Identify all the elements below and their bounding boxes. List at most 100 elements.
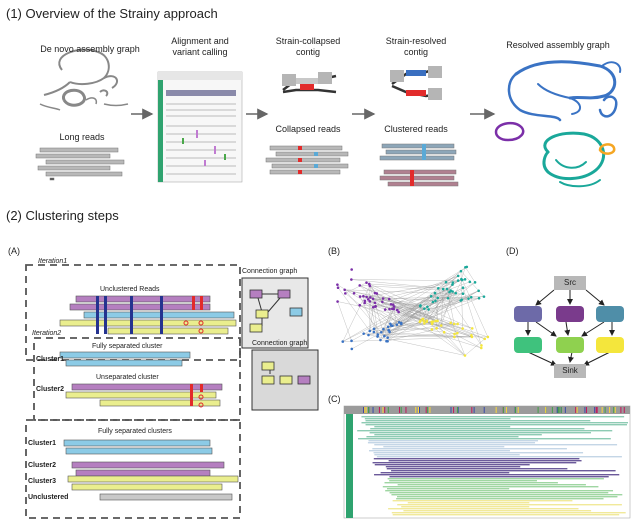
alignment-read — [369, 432, 592, 434]
network-node — [425, 320, 428, 324]
unclustered-reads-label: Unclustered Reads — [100, 286, 160, 293]
network-node — [426, 305, 429, 309]
connection-graph-1-label: Connection graph — [242, 268, 298, 275]
network-node — [461, 327, 464, 330]
panel-a-label: (A) — [8, 246, 20, 256]
src-node-label: Src — [564, 278, 576, 287]
alignment-read — [357, 430, 613, 432]
alignment-view — [343, 405, 631, 519]
network-node — [423, 307, 426, 310]
network-edge — [345, 282, 367, 294]
network-node — [459, 269, 463, 273]
alignment-read — [368, 440, 539, 442]
connection-graph-2 — [251, 349, 319, 411]
network-edge — [435, 292, 464, 294]
network-node — [441, 287, 445, 291]
alignment-read — [389, 476, 609, 478]
network-edge — [344, 289, 436, 294]
iteration1-reads — [59, 295, 237, 335]
network-node — [381, 300, 384, 304]
network-edge — [388, 275, 459, 327]
network-edge — [465, 267, 476, 283]
network-node — [382, 327, 385, 331]
network-node — [470, 327, 474, 330]
variant-mark — [483, 407, 485, 413]
network-edge — [393, 275, 459, 305]
network-edge — [351, 279, 459, 281]
network-edge — [342, 285, 370, 342]
network-node — [430, 328, 434, 331]
network-node — [427, 308, 430, 311]
network-node — [436, 286, 440, 290]
network-node — [480, 344, 483, 347]
network-node — [479, 346, 483, 350]
variant-mark — [450, 407, 452, 413]
network-edge — [434, 293, 438, 321]
variant-mark — [400, 407, 402, 413]
variant-mark — [363, 407, 365, 413]
network-node — [371, 306, 375, 309]
network-node — [434, 319, 437, 323]
denovo-graph — [39, 48, 129, 111]
variant-mark — [556, 407, 558, 413]
network-node — [350, 339, 353, 343]
alignment-read — [374, 454, 520, 456]
unclustered-label: Unclustered — [28, 494, 69, 501]
network-node — [449, 321, 452, 325]
network-edge — [372, 298, 378, 335]
alignment-read — [367, 442, 536, 444]
network-edge — [427, 291, 453, 307]
alignment-read — [383, 446, 505, 448]
fully-separated-clusters-label: Fully separated clusters — [98, 428, 172, 435]
network-node — [383, 334, 386, 338]
network-node — [477, 296, 481, 300]
alignment-read — [397, 504, 622, 506]
clustered-reads — [379, 143, 459, 187]
alignment-read — [387, 478, 604, 480]
network-edge — [393, 298, 469, 310]
network-node — [395, 308, 399, 312]
network-node — [429, 294, 433, 298]
network-node — [375, 292, 379, 295]
network-node — [463, 354, 467, 357]
network-node — [386, 325, 390, 329]
collapsed-contig — [282, 72, 337, 94]
network-edge — [359, 285, 451, 291]
connection-graph-2-label: Connection graph — [252, 340, 308, 347]
network-node — [461, 292, 465, 296]
network-edge — [399, 305, 421, 323]
fully-separated-cluster-label: Fully separated cluster — [92, 343, 163, 350]
iteration2-reads — [59, 351, 223, 408]
network-node — [388, 330, 391, 334]
network-node — [358, 295, 362, 298]
network-edge — [337, 301, 352, 341]
alignment-read — [391, 494, 623, 496]
variant-mark — [609, 407, 611, 413]
network-node — [363, 299, 367, 303]
variant-mark — [415, 407, 417, 413]
network-edge — [344, 289, 429, 310]
network-node — [435, 326, 438, 330]
network-node — [379, 330, 383, 334]
variant-mark — [595, 407, 597, 413]
alignment-read — [373, 452, 584, 454]
network-edge — [369, 307, 374, 331]
network-node — [451, 290, 454, 293]
alignment-read — [374, 464, 530, 466]
network-node — [423, 322, 426, 325]
variant-mark — [429, 407, 431, 413]
network-edge — [389, 318, 424, 331]
variant-mark — [576, 407, 578, 413]
network-node — [444, 280, 448, 284]
variant-mark — [505, 407, 507, 413]
network-node — [341, 340, 345, 343]
network-edge — [369, 291, 450, 332]
alignment-read — [386, 468, 568, 470]
collapsed-reads-label: Collapsed reads — [275, 124, 341, 134]
network-edge — [424, 293, 436, 324]
network-node — [470, 333, 473, 337]
alignment-read — [403, 510, 592, 512]
alignment-read — [374, 426, 511, 428]
network-node — [383, 308, 387, 311]
